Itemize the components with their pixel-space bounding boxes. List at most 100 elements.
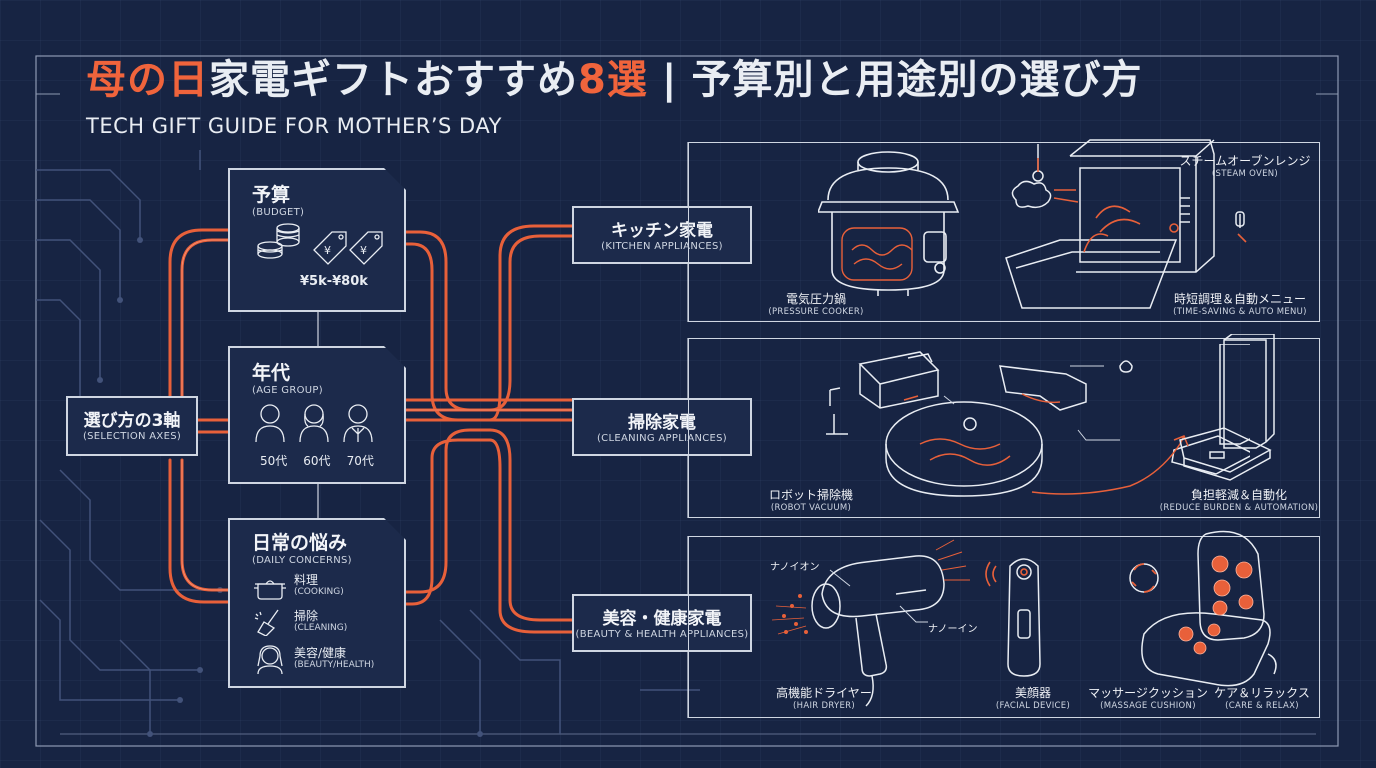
concern-item: 掃除(CLEANING)	[252, 608, 404, 636]
person-60s-icon	[300, 405, 328, 442]
pressure-cooker-icon	[818, 151, 960, 296]
massage-cushion-icon	[1129, 530, 1277, 687]
title-number: 8選	[578, 57, 648, 103]
beauty-feature-label: ケア＆リラックス	[1214, 686, 1310, 700]
concerns-node: 日常の悩み (DAILY CONCERNS) 料理(COOKING) 掃除(CL…	[228, 518, 406, 688]
age-group-70: 70代	[346, 454, 374, 468]
coins-icon	[258, 224, 299, 258]
concern-item: 料理(COOKING)	[252, 572, 404, 600]
label-kitchen-feature: 時短調理＆自動メニュー (TIME-SAVING & AUTO MENU)	[1160, 290, 1320, 317]
category-kitchen-label: キッチン家電	[611, 221, 713, 241]
svg-text:¥: ¥	[360, 244, 367, 257]
outer-frame	[35, 55, 1339, 747]
label-steam-oven: スチームオーブンレンジ (STEAM OVEN)	[1170, 152, 1320, 179]
svg-text:¥: ¥	[324, 244, 331, 257]
robot-vacuum-label: ロボット掃除機	[768, 488, 853, 502]
docking-station-icon	[1179, 334, 1275, 481]
age-group-50: 50代	[260, 454, 288, 468]
steam-oven-label: スチームオーブンレンジ	[1179, 154, 1311, 168]
concerns-label: 日常の悩み	[252, 532, 348, 554]
budget-node: 予算 (BUDGET) ¥ ¥ ¥5k-¥80k	[228, 168, 406, 312]
category-cleaning-label: 掃除家電	[628, 413, 696, 433]
title-highlight: 母の日	[86, 57, 209, 103]
concern-sub-cooking: (COOKING)	[294, 587, 344, 597]
broom-icon	[252, 608, 288, 636]
beauty-panel	[688, 536, 1320, 718]
category-beauty-sub: (BEAUTY & HEALTH APPLIANCES)	[575, 629, 749, 640]
age-label: 年代	[252, 362, 291, 384]
cleaning-feature-label: 負担軽減＆自動化	[1190, 488, 1287, 502]
nanoion-top-label: ナノイオン	[770, 562, 820, 573]
circuit-traces	[36, 150, 700, 734]
label-beauty-feature: ケア＆リラックス (CARE & RELAX)	[1210, 684, 1314, 711]
connector-wires	[168, 224, 574, 634]
hair-dryer-label: 高機能ドライヤー	[776, 686, 872, 700]
facial-device-icon	[985, 558, 1041, 677]
price-tag-icon: ¥	[314, 232, 346, 264]
age-icons	[252, 400, 392, 444]
concern-sub-cleaning: (CLEANING)	[294, 623, 348, 633]
person-50s-icon	[256, 405, 284, 442]
age-group-60: 60代	[303, 454, 331, 468]
price-tag-icon: ¥	[350, 232, 382, 264]
label-facial-device: 美顔器 (FACIAL DEVICE)	[988, 684, 1078, 711]
root-label: 選び方の3軸	[83, 411, 181, 431]
concerns-sub: (DAILY CONCERNS)	[252, 555, 352, 566]
pressure-cooker-sub: (PRESSURE COOKER)	[768, 307, 864, 317]
cleaning-panel	[688, 338, 1320, 518]
category-cleaning: 掃除家電 (CLEANING APPLIANCES)	[572, 398, 752, 456]
label-pressure-cooker: 電気圧力鍋 (PRESSURE COOKER)	[756, 290, 876, 317]
woman-face-icon	[252, 644, 288, 674]
label-massage-cushion: マッサージクッション (MASSAGE CUSHION)	[1082, 684, 1214, 711]
page-title: 母の日家電ギフトおすすめ8選 | 予算別と用途別の選び方	[86, 52, 1142, 108]
label-nanoion-top: ナノイオン	[770, 558, 820, 573]
budget-range: ¥5k-¥80k	[300, 274, 368, 289]
concern-label-beauty: 美容/健康	[294, 646, 347, 660]
kitchen-panel	[688, 142, 1320, 322]
title-part2: 予算別と用途別の選び方	[691, 57, 1143, 103]
title-part1: 家電ギフトおすすめ	[209, 57, 578, 103]
root-sub: (SELECTION AXES)	[82, 431, 182, 442]
page-subtitle: TECH GIFT GUIDE FOR MOTHER’S DAY	[86, 114, 502, 138]
concern-label-cooking: 料理	[294, 573, 319, 587]
massage-cushion-label: マッサージクッション	[1088, 686, 1208, 700]
label-hair-dryer: 高機能ドライヤー (HAIR DRYER)	[764, 684, 884, 711]
facial-device-sub: (FACIAL DEVICE)	[995, 701, 1071, 711]
pressure-cooker-label: 電気圧力鍋	[785, 292, 846, 306]
category-kitchen-sub: (KITCHEN APPLIANCES)	[601, 241, 723, 252]
budget-icons: ¥ ¥	[252, 220, 392, 270]
age-node: 年代 (AGE GROUP) 50代 60代 70代	[228, 346, 406, 484]
hair-dryer-sub: (HAIR DRYER)	[793, 701, 855, 711]
concern-item: 美容/健康(BEAUTY/HEALTH)	[252, 644, 404, 674]
kitchen-feature-sub: (TIME-SAVING & AUTO MENU)	[1173, 307, 1307, 317]
root-node: 選び方の3軸 (SELECTION AXES)	[66, 396, 198, 456]
concern-sub-beauty: (BEAUTY/HEALTH)	[294, 660, 375, 670]
massage-cushion-sub: (MASSAGE CUSHION)	[1100, 701, 1196, 711]
budget-label: 予算	[252, 184, 291, 206]
beauty-feature-sub: (CARE & RELAX)	[1225, 701, 1299, 711]
category-beauty-label: 美容・健康家電	[602, 609, 722, 629]
concern-label-cleaning: 掃除	[294, 609, 319, 623]
steam-oven-sub: (STEAM OVEN)	[1211, 169, 1279, 179]
kitchen-feature-label: 時短調理＆自動メニュー	[1173, 292, 1306, 306]
steam-oven-icon	[1005, 139, 1247, 309]
label-nanoion-right: ナノーイン	[928, 620, 978, 635]
budget-sub: (BUDGET)	[252, 207, 305, 218]
category-kitchen: キッチン家電 (KITCHEN APPLIANCES)	[572, 206, 752, 264]
nanoion-right-label: ナノーイン	[928, 624, 978, 635]
label-robot-vacuum: ロボット掃除機 (ROBOT VACUUM)	[756, 486, 866, 513]
robot-vacuum-icon	[826, 344, 1250, 497]
title-separator: |	[661, 57, 678, 103]
person-70s-icon	[344, 405, 372, 442]
category-cleaning-sub: (CLEANING APPLIANCES)	[596, 433, 728, 444]
label-cleaning-feature: 負担軽減＆自動化 (REDUCE BURDEN & AUTOMATION)	[1158, 486, 1320, 513]
age-group-list: 50代 60代 70代	[260, 452, 404, 469]
category-beauty: 美容・健康家電 (BEAUTY & HEALTH APPLIANCES)	[572, 594, 752, 652]
facial-device-label: 美顔器	[1014, 686, 1051, 700]
robot-vacuum-sub: (ROBOT VACUUM)	[770, 503, 852, 513]
pot-icon	[252, 572, 288, 600]
hair-dryer-icon	[771, 539, 970, 707]
age-sub: (AGE GROUP)	[252, 385, 323, 396]
